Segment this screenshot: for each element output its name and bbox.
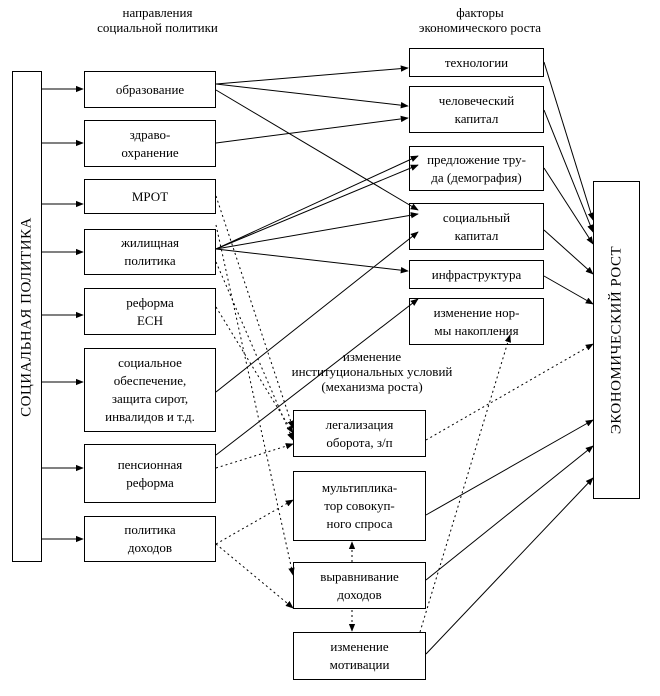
direction-pension-reform: пенсионная реформа <box>84 444 216 503</box>
factor-accumulation-norm: изменение нор- мы накопления <box>409 298 544 345</box>
inst-income-equalization: выравнивание доходов <box>293 562 426 609</box>
direction-esn-reform: реформа ЕСН <box>84 288 216 335</box>
direction-mrot: МРОТ <box>84 179 216 214</box>
inst-legalization: легализация оборота, з/п <box>293 410 426 457</box>
inst-motivation: изменение мотивации <box>293 632 426 680</box>
factor-human-capital: человеческий капитал <box>409 86 544 133</box>
factors-header: факторы экономического роста <box>418 5 542 35</box>
inst-multiplier: мультиплика- тор совокуп- ного спроса <box>293 471 426 541</box>
social-policy-pillar: СОЦИАЛЬНАЯ ПОЛИТИКА <box>12 71 42 562</box>
factor-technologies: технологии <box>409 48 544 77</box>
factor-infrastructure: инфраструктура <box>409 260 544 289</box>
direction-social-security: социальное обеспечение, защита сирот, ин… <box>84 348 216 432</box>
factor-social-capital: социальный капитал <box>409 203 544 250</box>
direction-income-policy: политика доходов <box>84 516 216 562</box>
direction-education: образование <box>84 71 216 108</box>
institutional-label: изменение институциональных условий (мех… <box>291 349 453 394</box>
economic-growth-pillar: ЭКОНОМИЧЕСКИЙ РОСТ <box>593 181 640 499</box>
factor-labor-supply: предложение тру- да (демография) <box>409 146 544 191</box>
direction-housing: жилищная политика <box>84 229 216 275</box>
directions-header: направления социальной политики <box>97 5 218 35</box>
direction-healthcare: здраво- охранение <box>84 120 216 167</box>
